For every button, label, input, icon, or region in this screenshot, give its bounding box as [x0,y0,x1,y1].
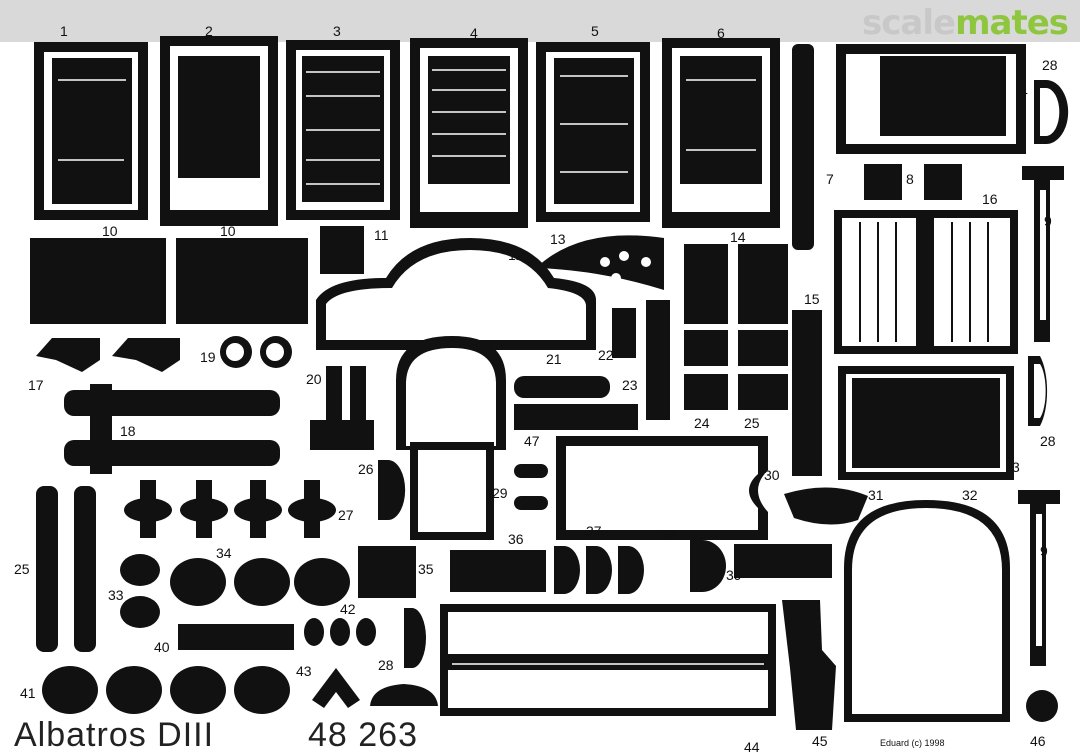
sheet-title: Albatros DIII [14,716,215,754]
part-number: 28 [1040,433,1056,449]
part-number: 44 [744,739,760,755]
part-number: 9 [1040,543,1048,559]
part-number: 35 [418,561,434,577]
part-number: 46 [1030,733,1046,749]
part-number: 42 [340,601,356,617]
sheet-code: 48 263 [308,716,418,754]
part-number: 20 [306,371,322,387]
part-number: 28 [378,657,394,673]
part-number: 3 [333,23,341,39]
part-number: 29 [492,485,508,501]
part-number: 36 [508,531,524,547]
part-number: 11 [374,227,389,243]
part-number: 10 [102,223,118,239]
part-number: 15 [804,291,820,307]
part-number: 12 [508,247,524,263]
part-number: 3 [1012,459,1020,475]
part-number: 5 [591,23,599,39]
part-number: 7 [826,171,834,187]
part-number: 14 [730,229,746,245]
part-number: 10 [220,223,236,239]
part-number: 33 [108,587,124,603]
scalemates-watermark: scalemates [862,3,1069,43]
part-number: 19 [200,349,216,365]
part-number: 37 [586,523,602,539]
part-number: 16 [982,191,998,207]
part-number: 25 [744,415,760,431]
part-number: 22 [598,347,614,363]
part-number: 17 [28,377,44,393]
part-number: 9 [1044,213,1052,229]
part-number: 2 [205,23,213,39]
part-number: 32 [962,487,978,503]
part-number: 23 [622,377,638,393]
part-number: 1 [60,23,68,39]
part-number: 47 [524,433,540,449]
part-number: 13 [550,231,566,247]
copyright-text: Eduard (c) 1998 [880,738,945,748]
part-number: 28 [1042,57,1058,73]
part-number: 41 [20,685,36,701]
part-number: 34 [216,545,232,561]
part-number: 6 [717,25,725,41]
part-number: 45 [812,733,828,749]
part-number: 27 [338,507,354,523]
part-number: 18 [120,423,136,439]
part-number: 26 [358,461,374,477]
watermark-part2: mates [955,3,1069,43]
part-number: 4 [470,25,478,41]
part-number: 43 [296,663,312,679]
part-number: 4 [1020,83,1028,99]
watermark-part1: scale [862,3,956,43]
part-number: 25 [14,561,30,577]
part-number: 31 [868,487,884,503]
part-number: 8 [906,171,914,187]
part-number: 39 [726,567,742,583]
part-number: 38 [660,527,676,543]
part-number: 40 [154,639,170,655]
part-number: 30 [764,467,780,483]
part-number: 24 [694,415,710,431]
part-number: 21 [546,351,562,367]
